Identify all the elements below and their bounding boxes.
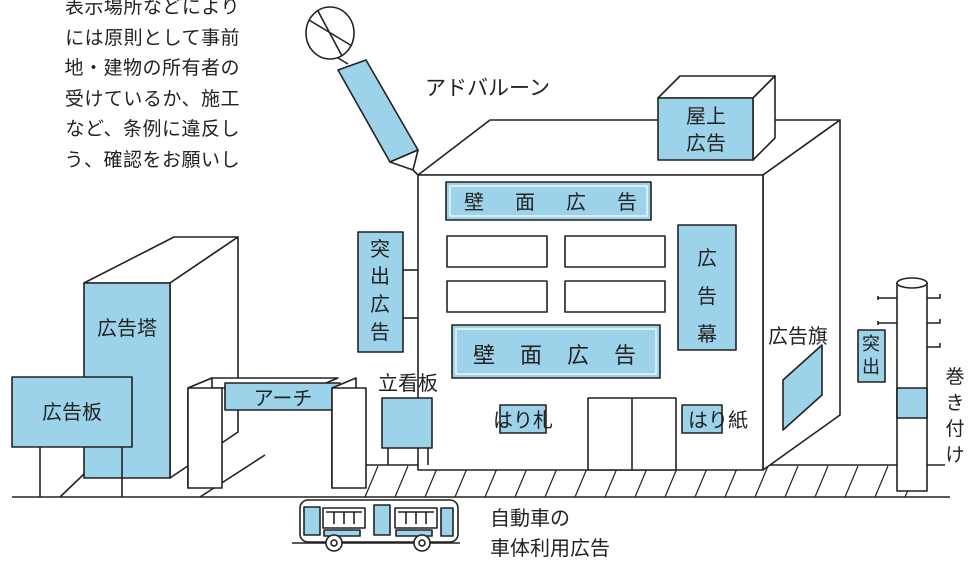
wrap-ad-char: け xyxy=(945,444,964,466)
wall-ad-top-char: 面 xyxy=(515,190,535,214)
wall-ad-bottom xyxy=(451,324,661,379)
wall-ad-top xyxy=(445,181,652,221)
wall-ad-bottom-char: 面 xyxy=(520,344,542,369)
poster-card-label: はり札 xyxy=(493,408,553,432)
standing-sign xyxy=(381,397,433,465)
poster-paper-label: はり紙 xyxy=(688,408,748,432)
ad-balloon-label: アドバルーン xyxy=(425,76,550,100)
wrap-ad-char: 巻 xyxy=(945,366,964,388)
intro-line: など、条例に違反し xyxy=(65,118,240,140)
poster-paper xyxy=(681,404,723,434)
intro-text: 表示場所などにより には原則として事前 地・建物の所有者の 受けているか、施工 … xyxy=(0,0,240,175)
wall-ad-top-char: 壁 xyxy=(464,190,484,214)
curtain-ad-char: 広 xyxy=(697,246,717,270)
protruding-ad-right xyxy=(857,329,886,383)
wall-ad-top-char: 広 xyxy=(566,190,586,214)
intro-line: 表示場所などにより xyxy=(64,0,240,18)
standing-sign-label: 立看板 xyxy=(378,371,438,395)
protruding-ad-right-char: 出 xyxy=(862,357,880,378)
ad-flag-label: 広告旗 xyxy=(768,324,828,348)
rooftop-ad-line2: 広告 xyxy=(686,131,726,155)
bus xyxy=(299,499,459,552)
protruding-ad-left xyxy=(357,231,404,353)
wall-ad-bottom-char: 広 xyxy=(567,344,589,369)
intro-line: 受けているか、施工 xyxy=(64,87,240,110)
protruding-ad-left-char: 出 xyxy=(370,264,390,288)
utility-pole xyxy=(877,277,941,492)
curtain-ad-char: 告 xyxy=(697,284,717,308)
wrap-ad-char: 付 xyxy=(945,418,964,440)
poster-card xyxy=(499,404,547,434)
billboard xyxy=(11,376,133,497)
intro-line: う、確認をお願いし xyxy=(64,148,240,171)
wall-ad-bottom-char: 壁 xyxy=(473,344,495,369)
protruding-ad-right-char: 突 xyxy=(862,334,880,355)
ad-flag xyxy=(782,344,823,431)
rooftop-ad xyxy=(657,75,776,161)
vehicle-ad-line1: 自動車の xyxy=(490,506,570,530)
billboard-label: 広告板 xyxy=(42,400,102,424)
wall-ad-top-char: 告 xyxy=(617,190,637,214)
rooftop-ad-line1: 屋上 xyxy=(686,104,726,128)
ad-tower-label: 広告塔 xyxy=(97,316,157,340)
wrap-ad-char: き xyxy=(945,392,964,414)
protruding-ad-left-char: 広 xyxy=(370,292,390,316)
protruding-ad-left-char: 告 xyxy=(370,320,390,344)
wall-ad-bottom-char: 告 xyxy=(614,344,636,369)
vehicle-ad-line2: 車体利用広告 xyxy=(490,536,610,560)
building xyxy=(417,119,841,471)
intro-line: 地・建物の所有者の xyxy=(64,57,240,79)
ad-balloon xyxy=(305,6,419,176)
curtain-ad xyxy=(677,224,737,351)
curtain-ad-char: 幕 xyxy=(697,322,717,346)
arch-label: アーチ xyxy=(254,386,313,410)
protruding-ad-left-char: 突 xyxy=(370,237,390,261)
intro-line: には原則として事前 xyxy=(65,26,240,49)
arch xyxy=(187,377,367,489)
pole-wrap-ad xyxy=(896,387,928,419)
